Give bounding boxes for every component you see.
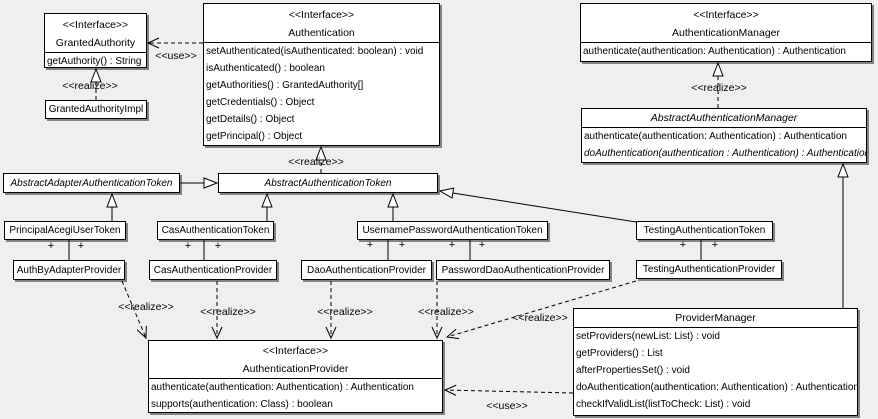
realize-label: <<realize>> (691, 82, 747, 94)
stereotype: <<Interface>> (288, 9, 355, 21)
class-name: AbstractAdapterAuthenticationToken (10, 177, 173, 189)
association-plus-marker: + (448, 239, 456, 251)
method: getDetails() : Object (206, 113, 295, 125)
stereotype: <<Interface>> (693, 9, 759, 21)
method: checkIfValidList(listToCheck: List) : vo… (576, 398, 751, 410)
class-name: AuthenticationManager (672, 27, 780, 39)
method: doAuthentication(authentication: Authent… (576, 381, 858, 393)
method: getAuthority() : String (47, 56, 142, 67)
association-plus-marker: + (184, 240, 192, 252)
class-auth-by-adapter-provider: AuthByAdapterProvider (13, 260, 125, 280)
stereotype: <<Interface>> (262, 345, 329, 357)
association-plus-marker: + (366, 239, 374, 251)
realize-label: <<realize>> (118, 301, 174, 313)
class-name: GrantedAuthorityImpl (48, 104, 144, 115)
class-name: PasswordDaoAuthenticationProvider (441, 264, 605, 276)
association-plus-marker: + (214, 240, 222, 252)
class-name: DaoAuthenticationProvider (307, 264, 426, 276)
class-authentication-manager: <<Interface>> AuthenticationManager auth… (580, 3, 872, 62)
class-dao-authentication-provider: DaoAuthenticationProvider (301, 260, 432, 280)
association-plus-marker: + (398, 239, 406, 251)
realize-label: <<realize>> (200, 306, 256, 318)
association-plus-marker: + (478, 239, 486, 251)
class-granted-authority-impl: GrantedAuthorityImpl (45, 100, 147, 119)
method: setAuthenticated(isAuthenticated: boolea… (206, 46, 424, 57)
method: authenticate(authentication: Authenticat… (151, 382, 414, 393)
use-label: <<use>> (486, 400, 528, 412)
class-name: AbstractAuthenticationManager (650, 112, 798, 124)
method: supports(authentication: Class) : boolea… (151, 398, 333, 410)
class-name: AuthenticationProvider (242, 363, 349, 375)
association-plus-marker: + (47, 240, 55, 252)
method: isAuthenticated() : boolean (206, 62, 325, 74)
class-name: CasAuthenticationToken (161, 225, 270, 236)
realize-label: <<realize>> (288, 156, 344, 168)
method: authenticate(authentication: Authenticat… (584, 131, 847, 142)
method: getPrincipal() : Object (206, 130, 303, 142)
class-abstract-authentication-manager: AbstractAuthenticationManager authentica… (581, 108, 867, 163)
class-name: TestingAuthenticationToken (643, 225, 766, 236)
realize-label: <<realize>> (512, 312, 568, 324)
class-name: Authentication (288, 27, 355, 39)
class-granted-authority: <<Interface>> GrantedAuthority getAuthor… (44, 13, 147, 68)
method: doAuthentication(authentication : Authen… (584, 147, 867, 159)
class-testing-authentication-token: TestingAuthenticationToken (636, 221, 773, 240)
class-authentication-provider: <<Interface>> AuthenticationProvider aut… (148, 340, 443, 413)
association-plus-marker: + (679, 239, 687, 251)
association-plus-marker: + (711, 239, 719, 251)
class-username-password-authentication-token: UsernamePasswordAuthenticationToken (357, 221, 548, 240)
edge-realize-authbyadapter-to-authprovider (121, 280, 147, 340)
realize-label: <<realize>> (62, 80, 118, 92)
class-authentication: <<Interface>> Authentication setAuthenti… (203, 3, 440, 146)
class-name: AuthByAdapterProvider (16, 264, 122, 276)
class-name: ProviderManager (675, 312, 756, 324)
class-name: TestingAuthenticationProvider (642, 264, 776, 275)
class-abstract-adapter-authentication-token: AbstractAdapterAuthenticationToken (3, 173, 180, 193)
class-provider-manager: ProviderManager setProviders(newList: Li… (573, 308, 858, 416)
class-name: CasAuthenticationProvider (153, 264, 273, 276)
method: afterPropertiesSet() : void (576, 364, 690, 376)
method: authenticate(authentication: Authenticat… (583, 46, 846, 57)
class-name: UsernamePasswordAuthenticationToken (362, 225, 543, 236)
class-cas-authentication-provider: CasAuthenticationProvider (149, 260, 277, 280)
class-name: PrincipalAcegiUserToken (9, 225, 121, 236)
method: getAuthorities() : GrantedAuthority[] (206, 79, 364, 91)
edge-gen-testingtoken-to-abstracttoken (438, 187, 637, 223)
class-testing-authentication-provider: TestingAuthenticationProvider (636, 260, 782, 279)
method: getCredentials() : Object (206, 96, 315, 108)
association-plus-marker: + (77, 240, 85, 252)
class-cas-authentication-token: CasAuthenticationToken (157, 221, 274, 240)
class-name: GrantedAuthority (55, 37, 136, 49)
class-password-dao-authentication-provider: PasswordDaoAuthenticationProvider (436, 260, 610, 280)
class-abstract-authentication-token: AbstractAuthenticationToken (218, 173, 438, 193)
realize-label: <<realize>> (418, 306, 474, 318)
realize-label: <<realize>> (317, 306, 373, 318)
edge-realize-testingprovider-to-authprovider (445, 280, 637, 340)
method: setProviders(newList: List) : void (576, 331, 720, 342)
class-name: AbstractAuthenticationToken (264, 177, 392, 189)
class-principal-acegi-user-token: PrincipalAcegiUserToken (4, 221, 126, 240)
method: getProviders() : List (576, 347, 663, 359)
use-label: <<use>> (155, 50, 197, 62)
stereotype: <<Interface>> (62, 19, 129, 31)
edge-use-providermanager-to-authprovider (443, 384, 574, 396)
